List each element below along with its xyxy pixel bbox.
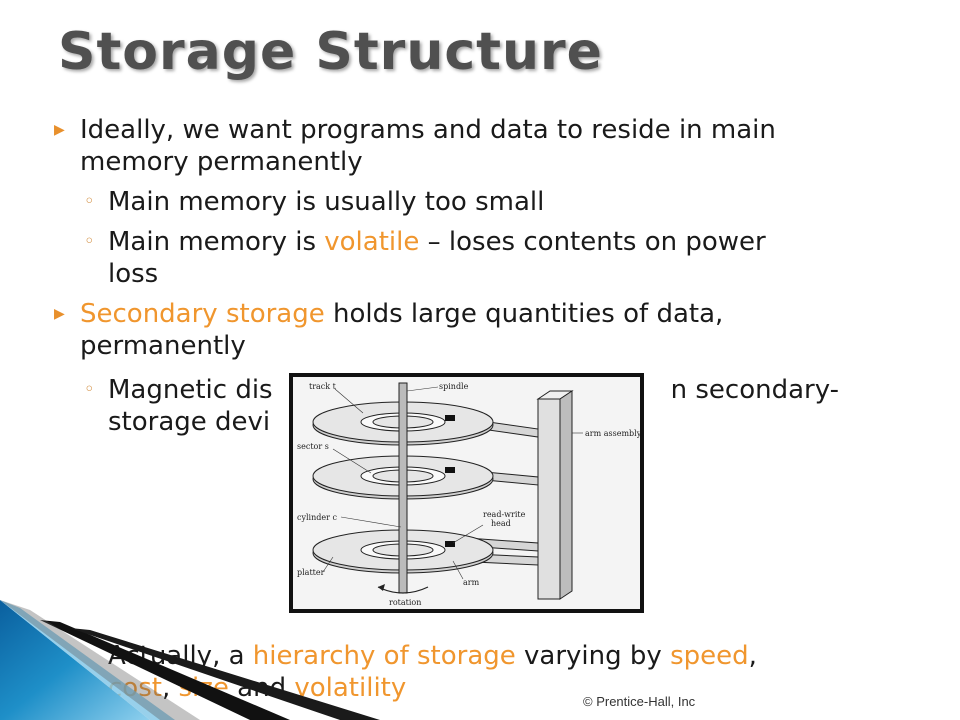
bullet-text-line: Main memory is usually too small — [108, 187, 545, 217]
text-run: Magnetic dis — [108, 375, 273, 405]
highlight-speed: speed — [670, 641, 749, 671]
arm-assembly-side — [559, 390, 573, 600]
bullet-text-line: Secondary storage holds large quantities… — [80, 298, 920, 330]
subbullet-memory-volatile: ◦ Main memory is volatile – loses conten… — [84, 226, 908, 290]
text-run: holds large quantities of data, — [324, 299, 724, 329]
label-rotation: rotation — [389, 598, 421, 607]
page-title: Storage Structure — [58, 22, 603, 82]
black-stripe — [40, 620, 290, 720]
spindle-shaft — [398, 382, 408, 594]
bullet-programs-in-memory: ▶ Ideally, we want programs and data to … — [54, 114, 920, 178]
bullet-text-line: permanently — [80, 331, 246, 361]
read-write-heads — [445, 415, 455, 547]
label-sector: sector s — [297, 442, 329, 451]
bullet-text-line: Actually, a hierarchy of storage varying… — [108, 640, 908, 672]
label-head: head — [491, 519, 511, 528]
black-stripe — [70, 628, 380, 720]
bullet-text-line: Main memory is volatile – loses contents… — [108, 226, 908, 258]
disk-diagram: track t spindle arm assembly sector s cy… — [297, 382, 640, 607]
rotation-arrowhead — [378, 584, 385, 591]
highlight-volatility: volatility — [294, 673, 407, 703]
highlight-secondary-storage: Secondary storage — [80, 299, 325, 329]
leader-lines — [322, 386, 583, 580]
gray-stripe — [0, 600, 200, 720]
label-read-write: read-write — [483, 510, 526, 519]
bullet-text-line: Magnetic dis n secondary- — [108, 374, 908, 406]
triangle-bullet-icon: ▶ — [54, 306, 65, 322]
text-run: , — [748, 641, 757, 671]
text-run: , — [161, 673, 179, 703]
highlight-hierarchy: hierarchy of storage — [252, 641, 516, 671]
bullet-secondary-storage: ▶ Secondary storage holds large quantiti… — [54, 298, 920, 362]
bullet-text-line: storage devi — [108, 407, 271, 437]
decorative-corner-graphic — [0, 600, 380, 720]
bullet-text-line: memory permanently — [80, 147, 363, 177]
circle-bullet-icon: ◦ — [84, 191, 95, 212]
arm-assembly-post — [537, 398, 561, 600]
label-arm: arm — [463, 578, 480, 587]
circle-bullet-icon: ◦ — [84, 379, 95, 400]
light-blue-stripe — [0, 600, 175, 720]
label-arm-assembly: arm assembly — [585, 429, 640, 438]
label-cylinder: cylinder c — [297, 513, 337, 522]
triangle-bullet-icon: ▶ — [54, 122, 65, 138]
bullet-text-line: Ideally, we want programs and data to re… — [80, 115, 776, 145]
disk-mechanism-figure: track t spindle arm assembly sector s cy… — [289, 373, 644, 613]
text-run: Main memory is — [108, 227, 325, 257]
subbullet-hierarchy: Actually, a hierarchy of storage varying… — [108, 640, 908, 704]
text-run: n secondary- — [670, 375, 840, 405]
label-spindle: spindle — [439, 382, 469, 391]
label-track: track t — [309, 382, 337, 391]
label-platter: platter — [297, 568, 325, 577]
bullet-text-line: loss — [108, 259, 159, 289]
highlight-volatile: volatile — [324, 227, 420, 257]
subbullet-memory-small: ◦ Main memory is usually too small — [84, 186, 908, 218]
text-run: – loses contents on power — [419, 227, 766, 257]
circle-bullet-icon: ◦ — [84, 231, 95, 252]
subbullet-magnetic-disks: ◦ Magnetic dis n secondary- storage devi — [84, 374, 908, 438]
text-run: varying by — [515, 641, 671, 671]
copyright-notice: © Prentice-Hall, Inc — [583, 694, 696, 709]
